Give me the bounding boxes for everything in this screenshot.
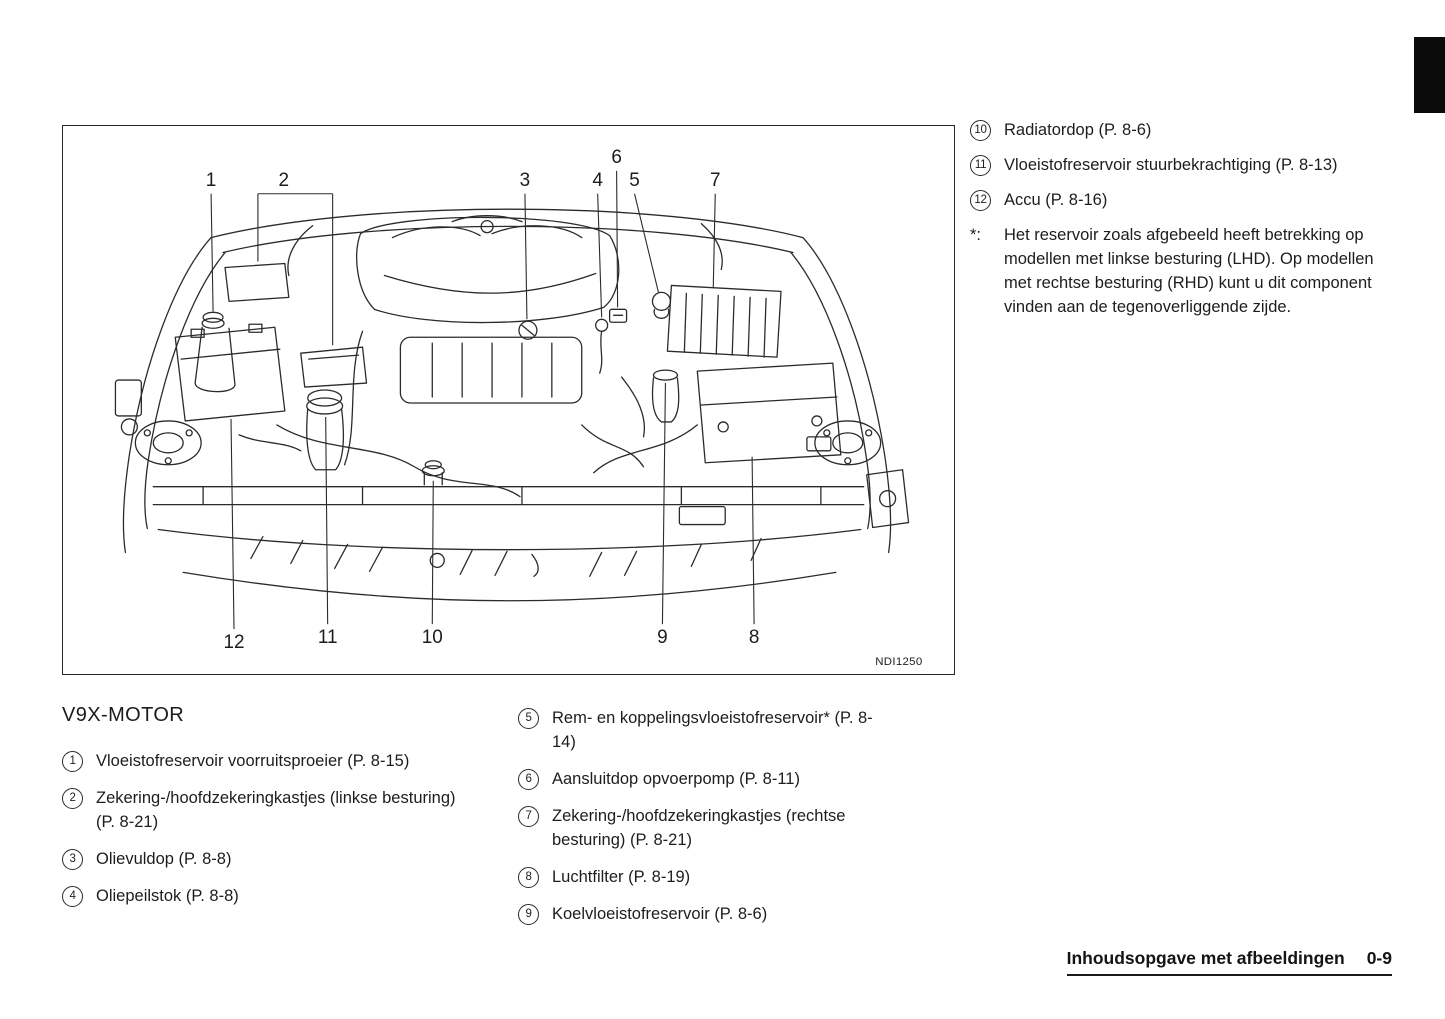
legend-item-text: Vloeistofreservoir stuurbekrachtiging (P… — [1004, 156, 1338, 174]
diagram-callout-2: 2 — [279, 170, 290, 191]
right-legend: 10 Radiatordop (P. 8-6) 11 Vloeistofrese… — [970, 118, 1410, 319]
legend-item: 7 Zekering-/hoofdzekeringkastjes (rechts… — [518, 804, 918, 852]
legend-item-text: Koelvloeistofreservoir (P. 8-6) — [552, 905, 768, 923]
diagram-callout-10: 10 — [422, 627, 443, 648]
legend-item: 8 Luchtfilter (P. 8-19) — [518, 865, 918, 889]
engine-bay-drawing: 1 2 3 4 5 6 7 8 9 10 11 12 NDI1250 — [114, 147, 922, 668]
callout-numbers: 1 2 3 4 5 6 7 8 9 10 11 12 — [206, 147, 760, 653]
legend-item-text: Zekering-/hoofdzekeringkastjes (rechtse … — [552, 807, 846, 849]
legend-item: 12 Accu (P. 8-16) — [970, 188, 1410, 212]
item-number-badge: 8 — [518, 867, 539, 888]
footnote: *: Het reservoir zoals afgebeeld heeft b… — [970, 223, 1410, 319]
legend-item: 3 Olievuldop (P. 8-8) — [62, 847, 502, 871]
page-edge-tab — [1414, 37, 1445, 113]
item-number-badge: 7 — [518, 806, 539, 827]
legend-item-text: Luchtfilter (P. 8-19) — [552, 868, 691, 886]
item-number-badge: 6 — [518, 769, 539, 790]
engine-diagram-figure: 1 2 3 4 5 6 7 8 9 10 11 12 NDI1250 — [62, 125, 955, 675]
item-number-badge: 1 — [62, 751, 83, 772]
legend-middle-column: 5 Rem- en koppelingsvloeistofreservoir* … — [518, 706, 918, 939]
footnote-text: Het reservoir zoals afgebeeld heeft betr… — [1004, 226, 1374, 316]
legend-item: 1 Vloeistofreservoir voorruitsproeier (P… — [62, 749, 502, 773]
legend-item: 2 Zekering-/hoofdzekeringkastjes (linkse… — [62, 786, 502, 834]
item-number-badge: 11 — [970, 155, 991, 176]
item-number-badge: 5 — [518, 708, 539, 729]
legend-item-text: Vloeistofreservoir voorruitsproeier (P. … — [96, 752, 410, 770]
figure-code: NDI1250 — [875, 656, 922, 668]
diagram-callout-9: 9 — [657, 627, 668, 648]
legend-item-text: Radiatordop (P. 8-6) — [1004, 121, 1152, 139]
item-number-badge: 4 — [62, 886, 83, 907]
diagram-callout-12: 12 — [223, 632, 244, 653]
page-footer: Inhoudsopgave met afbeeldingen 0-9 — [1066, 948, 1392, 976]
legend-item: 4 Oliepeilstok (P. 8-8) — [62, 884, 502, 908]
footer-chapter-title: Inhoudsopgave met afbeeldingen — [1066, 948, 1345, 968]
section-title: V9X-MOTOR — [62, 704, 185, 726]
item-number-badge: 3 — [62, 849, 83, 870]
legend-item: 9 Koelvloeistofreservoir (P. 8-6) — [518, 902, 918, 926]
item-number-badge: 12 — [970, 190, 991, 211]
footer-page-number: 0-9 — [1366, 948, 1392, 968]
item-number-badge: 9 — [518, 904, 539, 925]
diagram-callout-6: 6 — [611, 147, 622, 168]
diagram-callout-11: 11 — [318, 627, 338, 648]
diagram-callout-5: 5 — [629, 170, 640, 191]
item-number-badge: 10 — [970, 120, 991, 141]
legend-item-text: Zekering-/hoofdzekeringkastjes (linkse b… — [96, 789, 456, 831]
callout-leader-lines — [210, 170, 755, 630]
legend-item: 6 Aansluitdop opvoerpomp (P. 8-11) — [518, 767, 918, 791]
diagram-callout-3: 3 — [520, 170, 531, 191]
engine-line-art — [114, 208, 910, 602]
legend-left-column: V9X-MOTOR 1 Vloeistofreservoir voorruits… — [62, 704, 502, 921]
legend-item: 5 Rem- en koppelingsvloeistofreservoir* … — [518, 706, 918, 754]
diagram-callout-4: 4 — [592, 170, 603, 191]
legend-item: 10 Radiatordop (P. 8-6) — [970, 118, 1410, 142]
legend-item-text: Rem- en koppelingsvloeistofreservoir* (P… — [552, 709, 873, 751]
diagram-callout-1: 1 — [206, 170, 217, 191]
legend-item-text: Accu (P. 8-16) — [1004, 191, 1108, 209]
legend-item-text: Aansluitdop opvoerpomp (P. 8-11) — [552, 770, 800, 788]
legend-item-text: Olievuldop (P. 8-8) — [96, 850, 232, 868]
legend-item: 11 Vloeistofreservoir stuurbekrachtiging… — [970, 153, 1410, 177]
diagram-callout-7: 7 — [710, 170, 721, 191]
footnote-marker: *: — [970, 226, 982, 244]
item-number-badge: 2 — [62, 788, 83, 809]
diagram-callout-8: 8 — [749, 627, 760, 648]
legend-item-text: Oliepeilstok (P. 8-8) — [96, 887, 239, 905]
